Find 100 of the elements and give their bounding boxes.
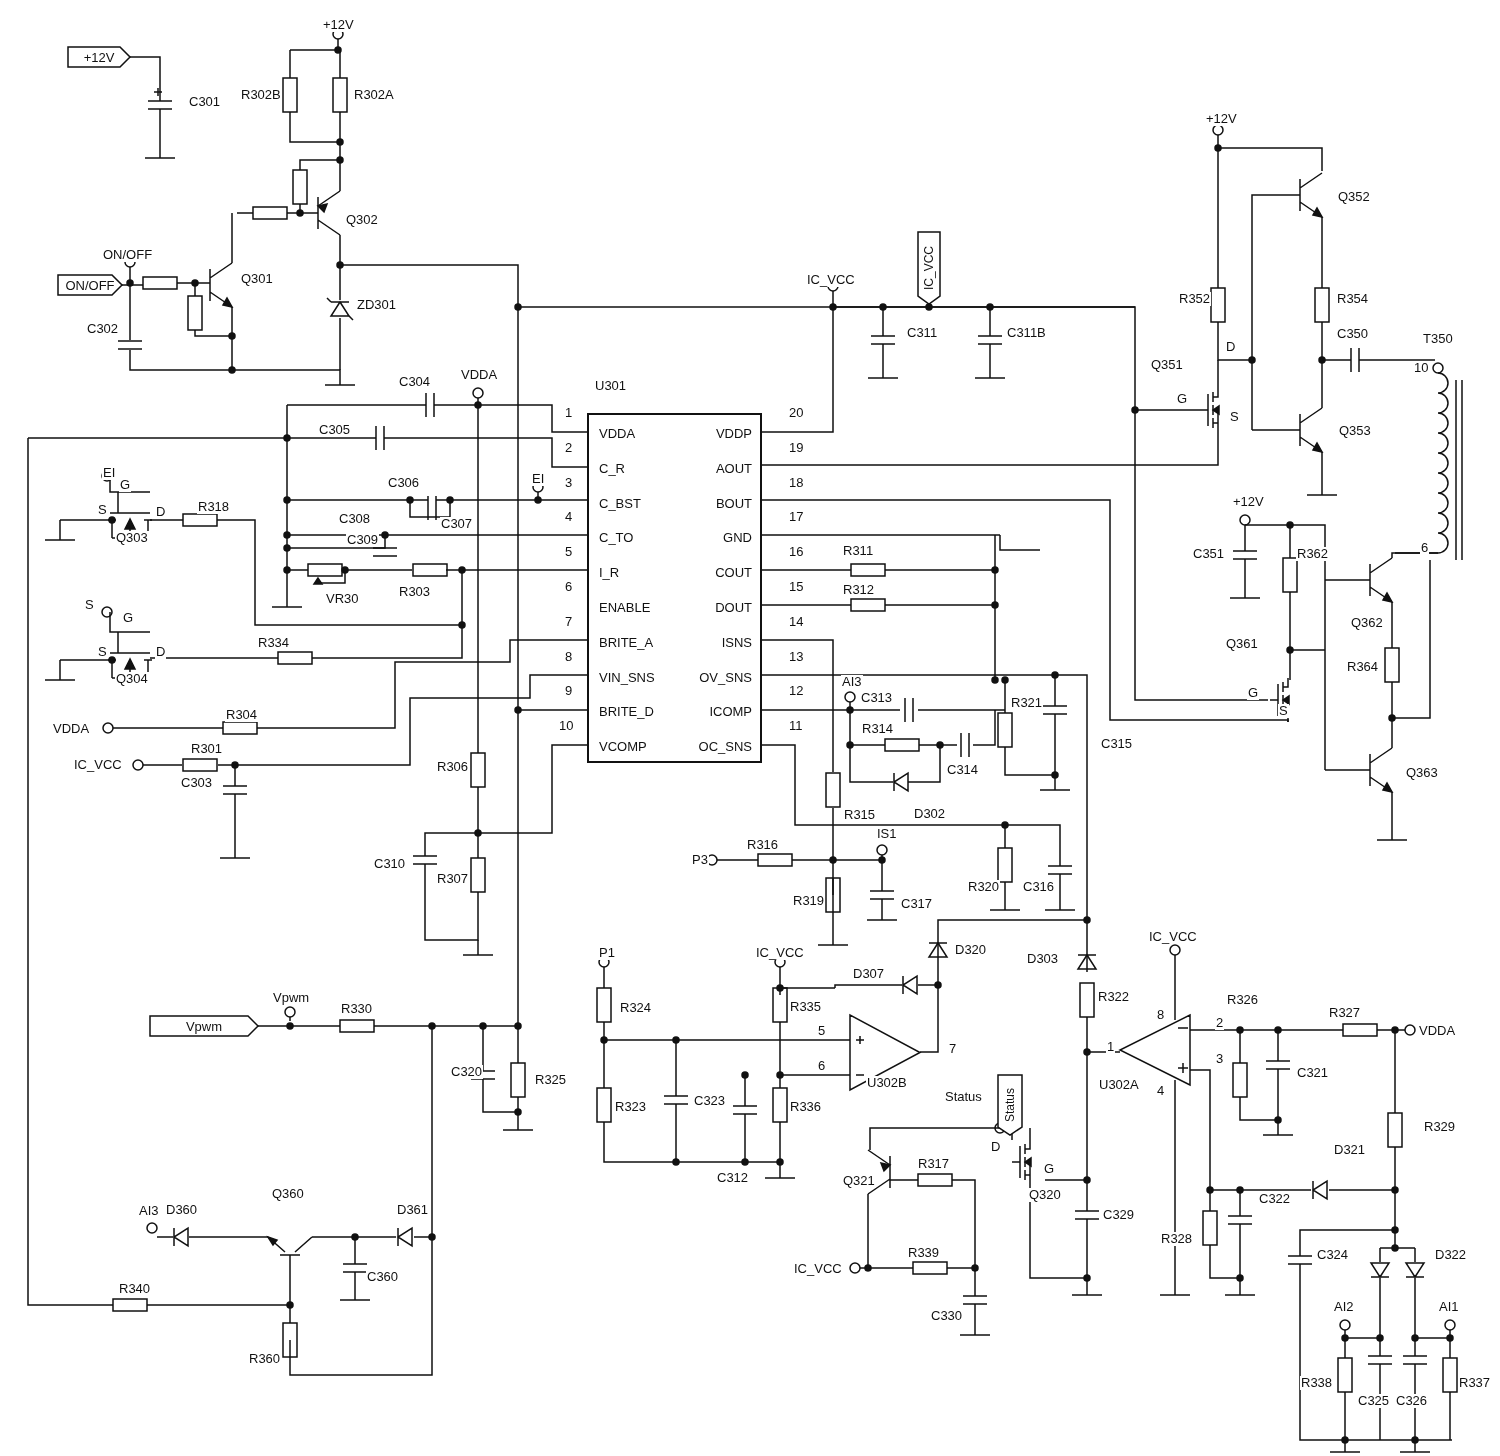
pin-number: 8 bbox=[564, 649, 574, 664]
component-label: C350 bbox=[1336, 327, 1370, 341]
component-label: D360 bbox=[165, 1203, 199, 1217]
component-label: 7 bbox=[948, 1042, 958, 1056]
net-flag: Status bbox=[998, 1075, 1022, 1135]
component-label: R352 bbox=[1178, 292, 1212, 306]
component-label: C316 bbox=[1022, 880, 1056, 894]
pin-name: COUT bbox=[715, 566, 752, 581]
component-label: C330 bbox=[930, 1309, 964, 1323]
component-label: R321 bbox=[1010, 696, 1044, 710]
component-label: R319 bbox=[792, 894, 826, 908]
component-label: R328 bbox=[1160, 1232, 1194, 1246]
component-label: EI bbox=[102, 466, 117, 480]
component-label: C329 bbox=[1102, 1208, 1136, 1222]
component-label: 2 bbox=[1215, 1016, 1225, 1030]
component-label: Status bbox=[944, 1090, 983, 1104]
component-label: Q361 bbox=[1225, 637, 1259, 651]
component-label: S bbox=[97, 503, 108, 517]
pin-name: AOUT bbox=[715, 461, 752, 476]
component-label: 1 bbox=[1106, 1040, 1116, 1054]
component-label: AI2 bbox=[1333, 1300, 1355, 1314]
component-label: VR30 bbox=[325, 592, 360, 606]
component-label: EI bbox=[531, 472, 546, 486]
component-label: C351 bbox=[1192, 547, 1226, 561]
component-label: S bbox=[1278, 704, 1289, 718]
component-label: VDDA bbox=[1418, 1024, 1457, 1038]
pin-name: VDDP bbox=[715, 427, 752, 441]
pin-name: C_TO bbox=[599, 531, 634, 546]
component-label: C309 bbox=[346, 533, 380, 547]
pin-number: 6 bbox=[564, 580, 574, 594]
component-label: G bbox=[119, 478, 132, 492]
component-label: C308 bbox=[338, 512, 372, 526]
component-label: 8 bbox=[1156, 1008, 1166, 1022]
component-label: Q320 bbox=[1028, 1188, 1062, 1202]
pin-number: 13 bbox=[788, 649, 805, 664]
net-flag: ON/OFF bbox=[58, 275, 122, 295]
component-label: Vpwm bbox=[272, 991, 311, 1005]
component-label: +12V bbox=[1232, 495, 1265, 509]
component-label: D bbox=[1225, 340, 1237, 354]
net-flag: +12V bbox=[68, 47, 130, 67]
pin-name: C_R bbox=[599, 461, 625, 476]
component-label: R338 bbox=[1300, 1376, 1334, 1390]
component-label: G bbox=[1247, 686, 1260, 700]
component-label: S bbox=[84, 598, 95, 612]
component-label: R334 bbox=[257, 636, 291, 650]
component-label: D bbox=[155, 505, 167, 519]
component-label: R322 bbox=[1097, 990, 1131, 1004]
component-label: C311 bbox=[906, 326, 939, 340]
component-label: AI3 bbox=[841, 675, 863, 689]
component-label: C313 bbox=[860, 691, 894, 705]
component-label: C314 bbox=[946, 763, 980, 777]
component-label: Q303 bbox=[115, 531, 149, 545]
component-label: G bbox=[1176, 392, 1189, 406]
pin-name: VCOMP bbox=[599, 740, 647, 755]
component-label: Q362 bbox=[1350, 616, 1384, 630]
component-label: 6 bbox=[817, 1059, 827, 1073]
component-label: R364 bbox=[1346, 660, 1380, 674]
component-label: R307 bbox=[436, 872, 470, 886]
component-label: C325 bbox=[1357, 1394, 1391, 1408]
component-label: C315 bbox=[1100, 737, 1134, 751]
component-label: S bbox=[1229, 410, 1240, 424]
component-label: G bbox=[1043, 1162, 1056, 1176]
pin-number: 7 bbox=[564, 614, 574, 629]
component-label: R326 bbox=[1226, 993, 1260, 1007]
component-label: G bbox=[122, 611, 135, 625]
component-label: R362 bbox=[1296, 547, 1330, 561]
component-label: D321 bbox=[1333, 1143, 1367, 1157]
pin-number: 20 bbox=[788, 406, 805, 420]
component-label: R301 bbox=[190, 742, 224, 756]
net-flag: IC_VCC bbox=[918, 232, 940, 304]
component-label: C321 bbox=[1296, 1066, 1330, 1080]
net-flag: Vpwm bbox=[150, 1016, 258, 1036]
component-label: C304 bbox=[398, 375, 432, 389]
component-label: C312 bbox=[716, 1171, 750, 1185]
component-label: C302 bbox=[86, 322, 120, 336]
component-label: AI1 bbox=[1438, 1300, 1460, 1314]
pin-name: VDDA bbox=[599, 427, 636, 441]
component-label: P1 bbox=[598, 946, 616, 960]
pin-number: 19 bbox=[788, 440, 805, 455]
component-label: R330 bbox=[340, 1002, 374, 1016]
pin-name: ISNS bbox=[721, 635, 752, 650]
component-label: IC_VCC bbox=[806, 273, 856, 287]
pin-name: DOUT bbox=[715, 601, 752, 615]
pin-name: ENABLE bbox=[599, 601, 651, 615]
component-label: C307 bbox=[440, 517, 474, 531]
component-label: C306 bbox=[387, 476, 421, 490]
pin-number: 1 bbox=[564, 406, 574, 420]
component-label: D302 bbox=[913, 807, 947, 821]
component-label: R306 bbox=[436, 760, 470, 774]
pin-name: BRITE_D bbox=[599, 705, 654, 720]
component-label: R323 bbox=[614, 1100, 648, 1114]
component-label: Q353 bbox=[1338, 424, 1372, 438]
pin-name: VIN_SNS bbox=[599, 670, 655, 685]
component-label: C323 bbox=[693, 1094, 727, 1108]
component-label: +12V bbox=[322, 18, 355, 32]
component-label: ZD301 bbox=[356, 298, 398, 312]
pin-number: 2 bbox=[564, 440, 574, 455]
component-label: R317 bbox=[917, 1157, 951, 1171]
pin-name: ICOMP bbox=[709, 705, 752, 720]
component-label: D303 bbox=[1026, 952, 1060, 966]
